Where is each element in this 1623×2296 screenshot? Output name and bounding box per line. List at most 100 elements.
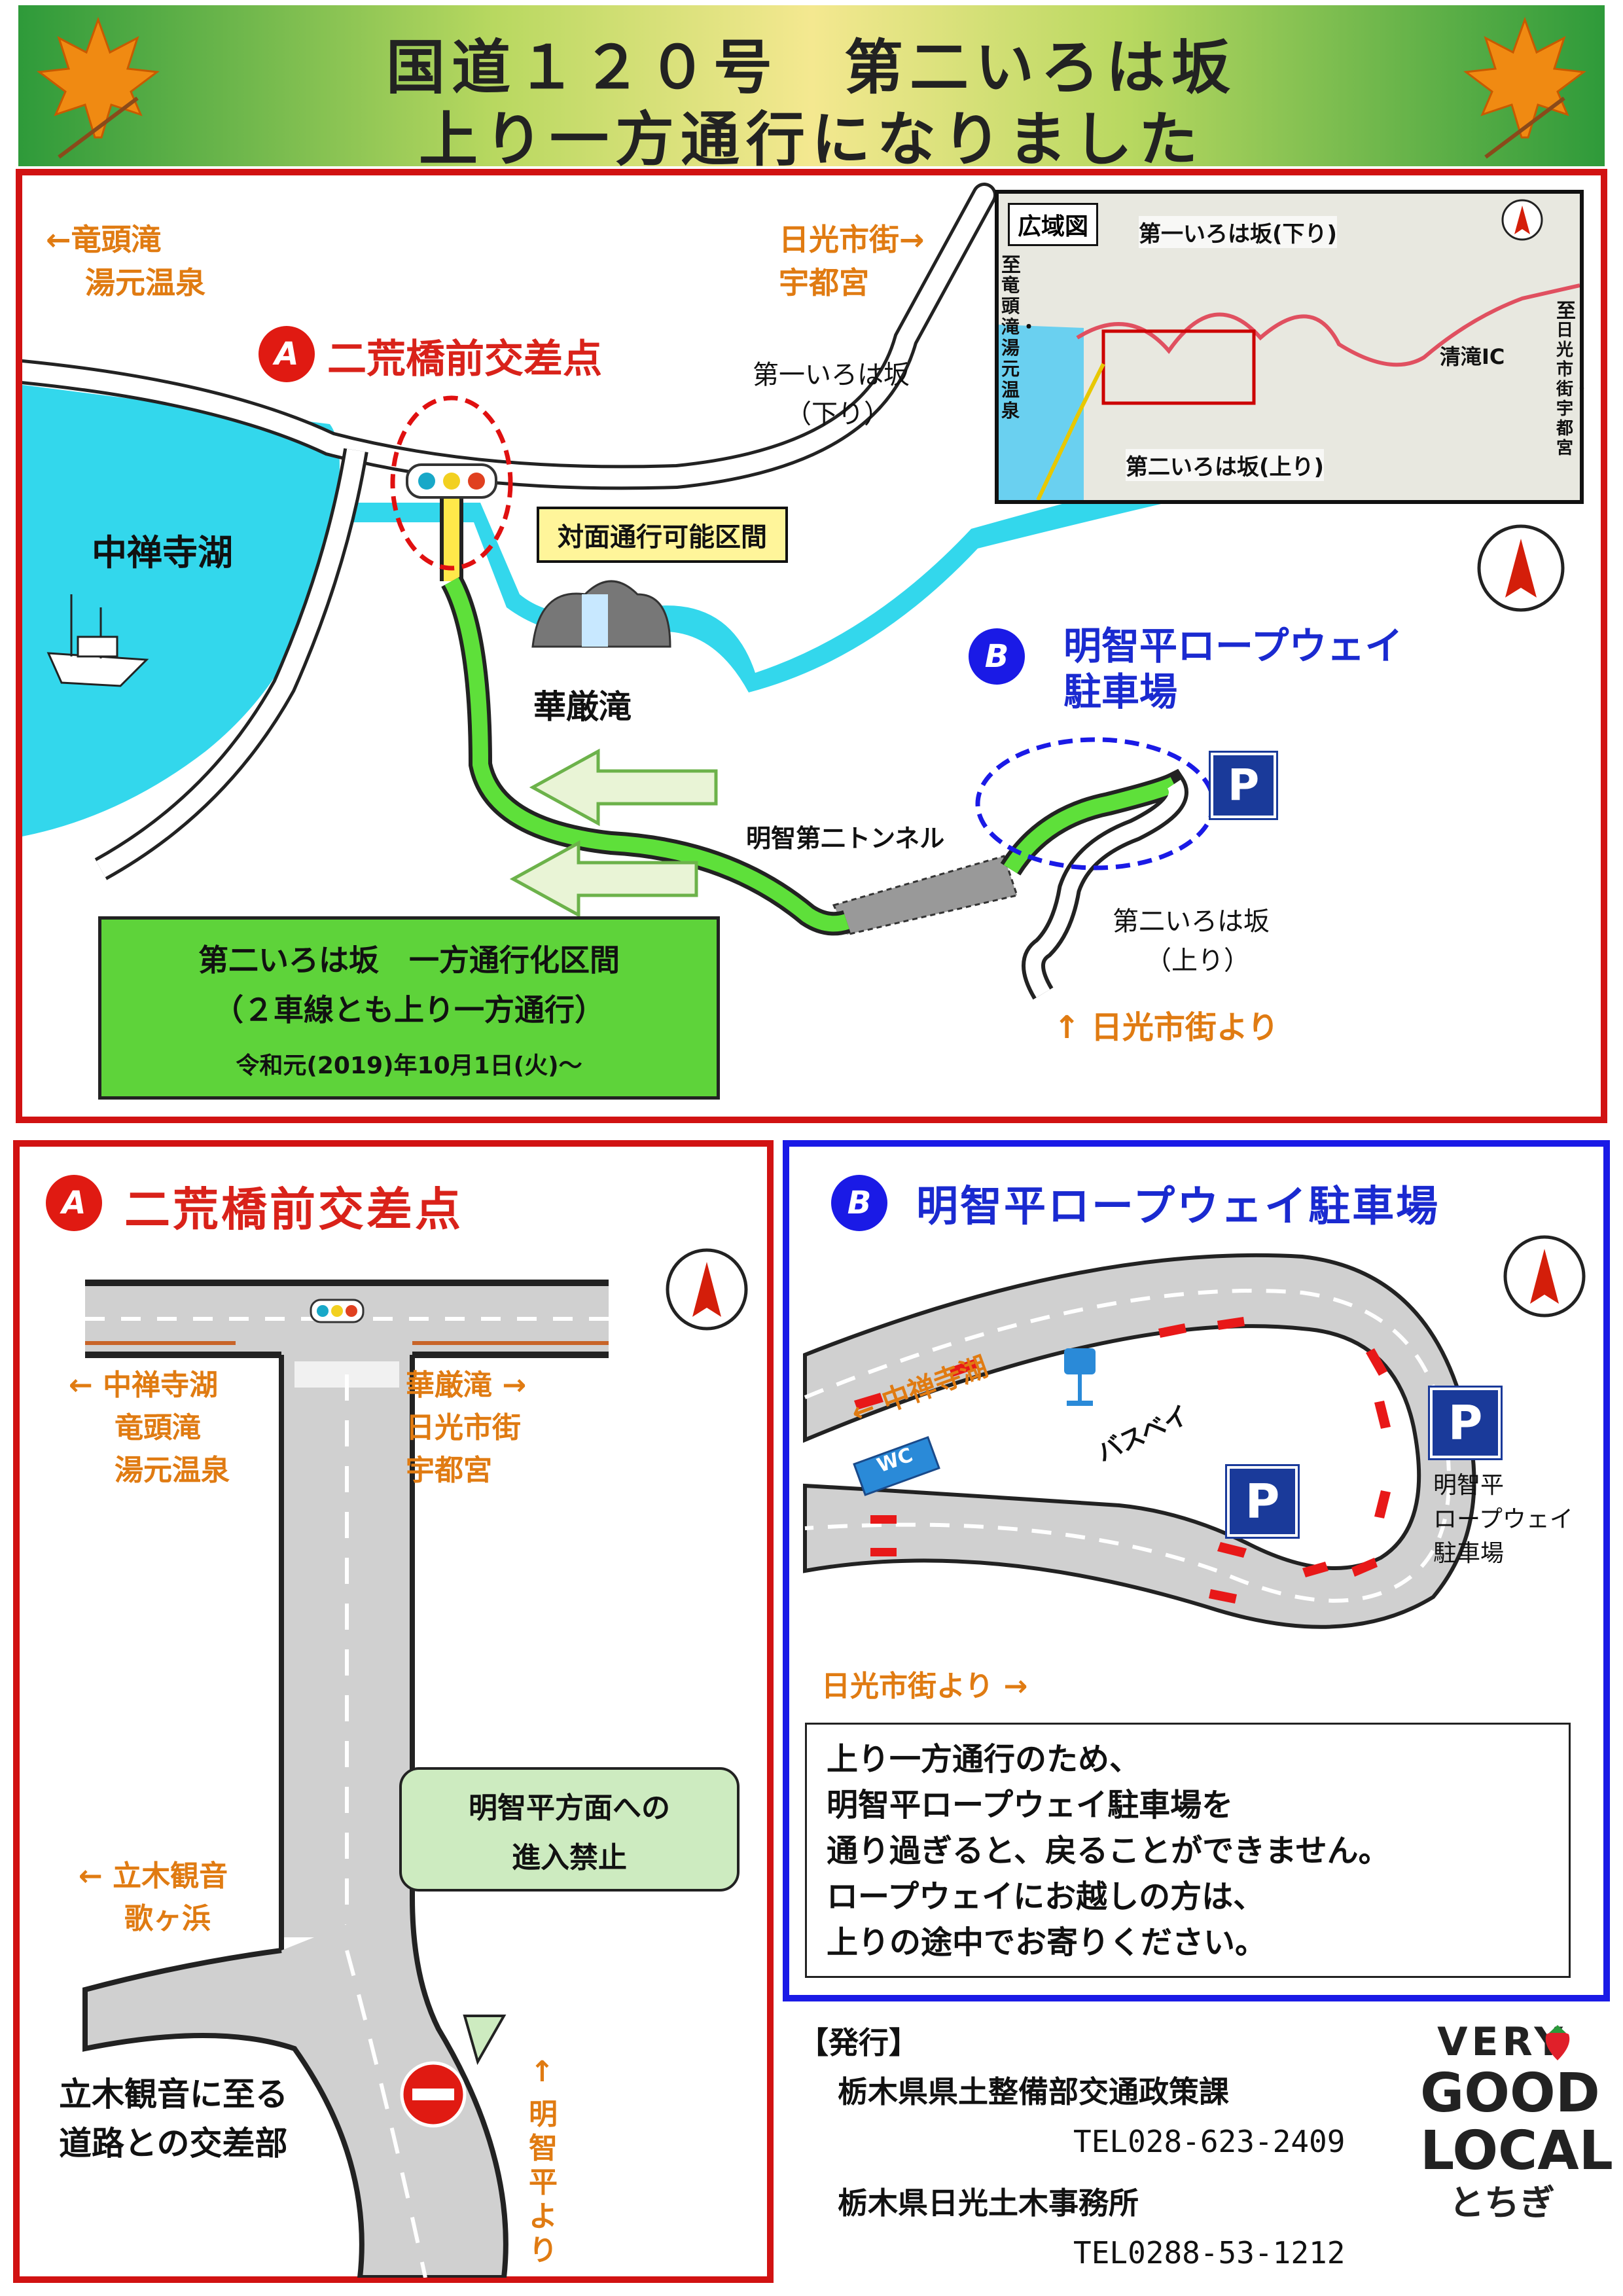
to-utsunomiya-label: 宇都宮 (779, 265, 869, 300)
logo-line-1: VERY (1437, 2019, 1567, 2065)
parking-icon: P (1211, 753, 1276, 818)
from-akechi-label: 明智平より (529, 2098, 558, 2267)
notice-line: 明智平ロープウェイ駐車場を (827, 1787, 1234, 1823)
panel-a-right-1: 華厳滝 → (406, 1369, 527, 1402)
compass-icon (1503, 1235, 1586, 1318)
return-warning-notice: 上り一方通行のため、 明智平ロープウェイ駐車場を 通り過ぎると、戻ることができま… (805, 1723, 1571, 1978)
panel-b-label-1: 明智平 (1433, 1472, 1505, 1499)
inset-second-slope: 第二いろは坂(上り) (1126, 449, 1325, 481)
notice-line: 上りの途中でお寄りください。 (827, 1924, 1267, 1961)
maple-leaf-icon (37, 16, 160, 159)
junction-label-2: 道路との交差部 (59, 2117, 288, 2164)
logo-line-4: とちぎ (1449, 2182, 1555, 2223)
from-akechi-arrow: ↑ (530, 2055, 554, 2089)
title-line-1: 国道１２０号 第二いろは坂 (386, 33, 1237, 102)
tunnel-label: 明智第二トンネル (746, 824, 945, 853)
point-a-badge: A (259, 326, 315, 382)
oneway-section-box: 第二いろは坂 一方通行化区間 （２車線とも上り一方通行） 令和元(2019)年1… (98, 916, 720, 1100)
panel-a-title: 二荒橋前交差点 (124, 1183, 463, 1236)
intersection-diagram (82, 1248, 748, 2278)
maple-leaf-icon (1463, 16, 1586, 159)
main-map-panel (16, 169, 1607, 1123)
publisher-org-1: 栃木県県土整備部交通政策課 (838, 2074, 1229, 2109)
waterfall-icon (531, 580, 671, 648)
wc-icon (853, 1436, 940, 1496)
publisher-tel-2: TEL0288-53-1212 (1073, 2235, 1346, 2270)
panel-a-left-3: 湯元温泉 (115, 1454, 230, 1487)
panel-a-right-3: 宇都宮 (406, 1454, 492, 1487)
panel-a-right-2: 日光市街 (406, 1411, 521, 1444)
panel-b-from-nikko: 日光市街より → (821, 1670, 1028, 1703)
inset-left-to: 至 (1001, 254, 1021, 277)
inset-right-dest: 日光市街・宇都宮 (1556, 321, 1591, 458)
flow-arrow-icon (854, 1317, 1391, 1604)
main-map-graphic (22, 183, 1565, 1000)
inset-map-graphic (999, 199, 1580, 500)
panel-b-label-3: 駐車場 (1433, 1540, 1505, 1567)
logo-line-2: GOOD (1420, 2062, 1600, 2125)
point-b-label-2: 駐車場 (1063, 670, 1178, 714)
very-good-local-logo: VERY GOOD LOCAL とちぎ (1420, 2019, 1613, 2226)
publisher-org-2: 栃木県日光土木事務所 (838, 2185, 1139, 2221)
point-b-badge: B (969, 628, 1025, 685)
direction-arrow (509, 840, 698, 918)
no-entry-notice: 明智平方面への 進入禁止 (399, 1767, 740, 1892)
point-a-circle (390, 395, 513, 571)
no-entry-sign-icon (400, 2061, 467, 2128)
inset-first-slope: 第一いろは坂(下り) (1139, 216, 1338, 248)
kegon-falls-label: 華厳滝 (533, 688, 632, 726)
publisher-tel-1: TEL028-623-2409 (1073, 2124, 1346, 2159)
publisher-heading: 【発行】 (798, 2025, 919, 2060)
panel-a-tachiki-2: 歌ヶ浜 (124, 1902, 211, 1935)
point-a-label: 二荒橋前交差点 (327, 336, 602, 382)
panel-b-label-2: ロープウェイ (1433, 1506, 1573, 1533)
notice-line: ロープウェイにお越しの方は、 (827, 1878, 1265, 1915)
to-yumoto-label: 湯元温泉 (85, 265, 205, 300)
notice-line-2: 進入禁止 (512, 1841, 627, 1874)
junction-label-1: 立木観音に至る (59, 2068, 288, 2115)
panel-b-badge: B (831, 1175, 887, 1231)
compass-icon (666, 1248, 748, 1331)
boat-icon (46, 594, 149, 687)
oneway-subtitle: （２車線とも上り一方通行） (213, 992, 605, 1028)
bus-stop-icon (1064, 1348, 1096, 1406)
lake-shape (22, 385, 340, 836)
panel-a (13, 1140, 774, 2283)
lake-label: 中禅寺湖 (92, 532, 233, 573)
compass-icon (1477, 524, 1565, 612)
notice-line: 通り過ぎると、戻ることができません。 (827, 1833, 1390, 1869)
strawberry-icon (1545, 2025, 1570, 2060)
parking-icon: P (1430, 1388, 1501, 1458)
first-slope-label: 第一いろは坂 (753, 360, 910, 390)
second-slope-dir: （上り） (1145, 946, 1250, 976)
panel-a-tachiki-1: ← 立木観音 (79, 1859, 228, 1893)
panel-b (783, 1140, 1610, 2001)
inset-title: 広域図 (1008, 203, 1099, 246)
notice-line: 上り一方通行のため、 (827, 1741, 1141, 1778)
inset-right-to: 至 (1556, 300, 1576, 323)
tunnel-shape (832, 855, 1018, 936)
two-way-section-label: 対面通行可能区間 (537, 507, 788, 563)
to-nikko-label: 日光市街→ (779, 222, 925, 257)
title-banner (18, 5, 1605, 166)
first-slope-dir: （下り） (785, 399, 890, 429)
parking-area-diagram (803, 1235, 1586, 1629)
compass-icon (1501, 199, 1543, 241)
from-nikko-label: ↑ 日光市街より (1054, 1009, 1279, 1046)
direction-arrow (529, 748, 718, 827)
title-line-2: 上り一方通行になりました (419, 105, 1204, 174)
point-b-label-1: 明智平ロープウェイ (1063, 624, 1403, 668)
oneway-title: 第二いろは坂 一方通行化区間 (198, 942, 620, 978)
oneway-date: 令和元(2019)年10月1日(火)～ (236, 1052, 582, 1079)
panel-a-badge: A (46, 1175, 102, 1231)
to-ryuzu-label: ←竜頭滝 (46, 222, 162, 257)
parking-icon: P (1227, 1466, 1298, 1537)
panel-a-left-1: ← 中禅寺湖 (69, 1369, 219, 1402)
oneway-road (444, 577, 849, 932)
notice-line-1: 明智平方面への (469, 1791, 670, 1825)
panel-b-title: 明智平ロープウェイ駐車場 (916, 1183, 1440, 1231)
second-slope-label: 第二いろは坂 (1113, 906, 1270, 937)
panel-a-left-2: 竜頭滝 (115, 1411, 201, 1444)
inset-left-dest: 竜頭滝・湯元温泉 (1001, 274, 1039, 422)
inset-kiyotaki-ic: 清滝IC (1440, 344, 1505, 369)
